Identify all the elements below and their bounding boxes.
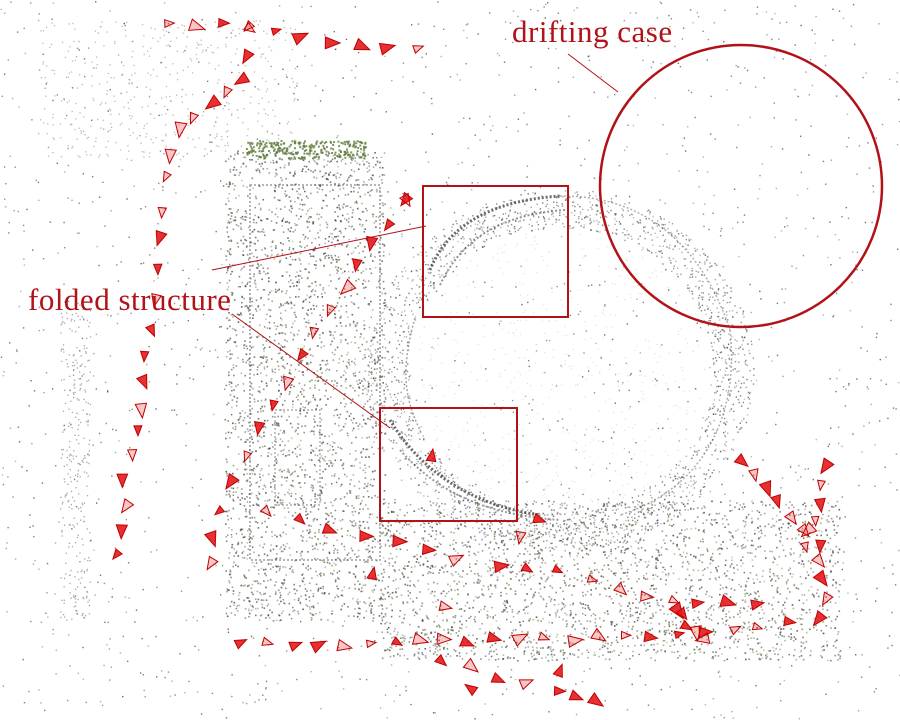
camera-trajectory	[110, 19, 834, 711]
folded-structure-box-lower	[380, 408, 517, 521]
folded-structure-label: folded structure	[28, 284, 231, 315]
folded-structure-leader-line-upper	[212, 226, 426, 270]
drifting-case-circle	[600, 45, 882, 327]
drifting-case-leader-line	[568, 54, 618, 92]
folded-structure-box-upper	[423, 186, 568, 317]
drifting-case-label: drifting case	[512, 16, 673, 47]
